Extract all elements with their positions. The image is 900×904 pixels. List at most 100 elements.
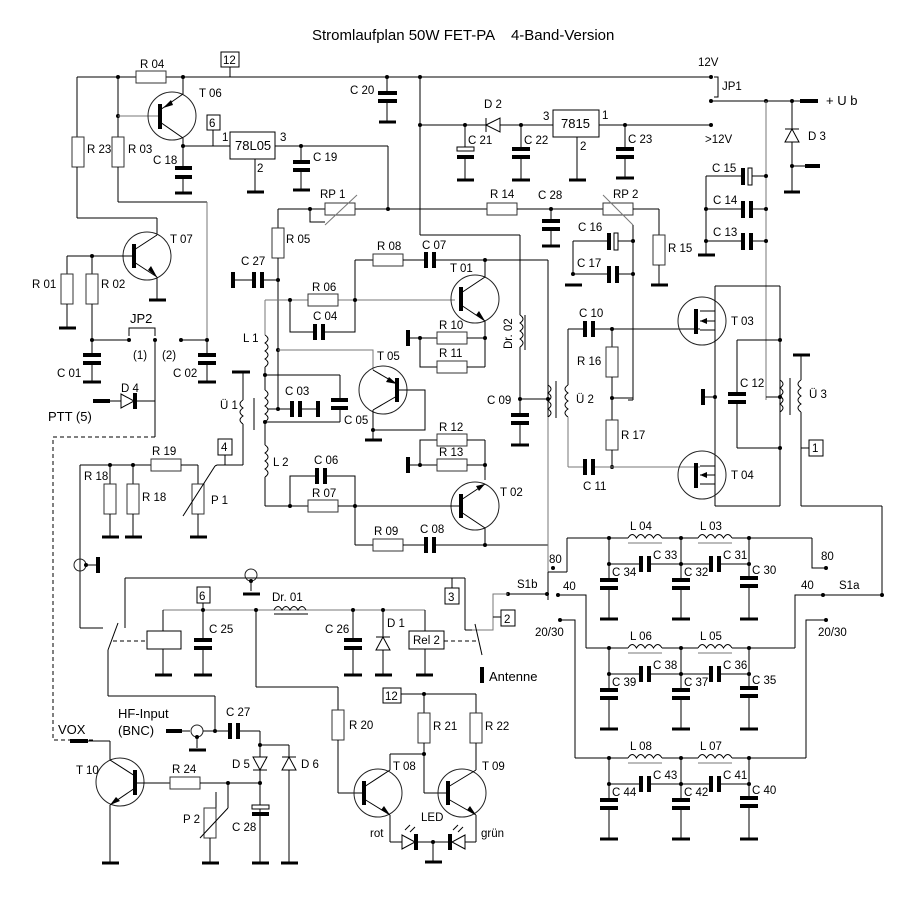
svg-text:T 05: T 05 bbox=[377, 351, 400, 363]
svg-text:C 08: C 08 bbox=[420, 524, 444, 536]
svg-text:C 37: C 37 bbox=[684, 677, 708, 689]
svg-text:2: 2 bbox=[257, 163, 263, 175]
svg-text:R 20: R 20 bbox=[349, 720, 373, 732]
svg-text:T 08: T 08 bbox=[393, 761, 416, 773]
regulator-78l05 bbox=[229, 131, 276, 160]
svg-text:C 07: C 07 bbox=[422, 240, 446, 252]
svg-text:R 22: R 22 bbox=[485, 721, 509, 733]
svg-text:D 5: D 5 bbox=[232, 759, 250, 771]
svg-text:20/30: 20/30 bbox=[535, 627, 564, 639]
svg-text:C 15: C 15 bbox=[712, 163, 736, 175]
label-ptt: PTT (5) bbox=[48, 409, 92, 424]
svg-text:C 02: C 02 bbox=[173, 368, 197, 380]
svg-text:Rel 2: Rel 2 bbox=[413, 635, 440, 647]
svg-text:Ü 2: Ü 2 bbox=[576, 394, 594, 406]
svg-text:C 38: C 38 bbox=[653, 660, 677, 672]
alc-section: R 19 P 1 4 R 18 R 18 bbox=[80, 438, 233, 539]
svg-text:6: 6 bbox=[199, 591, 205, 603]
svg-text:L 2: L 2 bbox=[273, 457, 289, 469]
svg-text:R 09: R 09 bbox=[374, 526, 398, 538]
svg-text:C 17: C 17 bbox=[577, 258, 601, 270]
svg-text:C 27: C 27 bbox=[226, 707, 250, 719]
inductor-l03 bbox=[697, 534, 733, 539]
svg-text:1: 1 bbox=[222, 132, 228, 144]
svg-text:C 11: C 11 bbox=[583, 481, 606, 493]
label-d3: D 3 bbox=[808, 131, 826, 143]
svg-text:T 03: T 03 bbox=[731, 316, 754, 328]
svg-text:R 15: R 15 bbox=[668, 243, 692, 255]
label-r04: R 04 bbox=[140, 59, 165, 71]
svg-text:40: 40 bbox=[801, 580, 814, 592]
svg-text:L 04: L 04 bbox=[630, 521, 653, 533]
svg-text:C 28: C 28 bbox=[538, 190, 562, 202]
regulator-78l05-section: R 23 R 03 T 06 C 18 6 78L05 1 3 2 bbox=[71, 77, 389, 340]
svg-text:78L05: 78L05 bbox=[235, 138, 271, 153]
vox-section: VOX T 10 R 24 P 2 HF-Input (BNC) bbox=[58, 706, 319, 865]
svg-text:C 27: C 27 bbox=[241, 256, 265, 268]
svg-text:R 11: R 11 bbox=[439, 348, 462, 360]
svg-text:R 18: R 18 bbox=[84, 471, 108, 483]
svg-text:grün: grün bbox=[481, 828, 504, 840]
svg-text:7815: 7815 bbox=[561, 116, 590, 131]
label-antenne: Antenne bbox=[489, 669, 537, 684]
supply-rail: R 04 12 12V JP1 + U b D 3 C 20 bbox=[76, 51, 857, 310]
relay-section: 3 6 C 25 Dr. 01 bbox=[73, 464, 537, 731]
svg-text:C 03: C 03 bbox=[285, 386, 309, 398]
resistor-r04 bbox=[135, 70, 167, 84]
transistor-t09 bbox=[437, 768, 487, 818]
svg-text:12: 12 bbox=[385, 691, 398, 703]
svg-text:C 44: C 44 bbox=[612, 787, 637, 799]
label-hf-input: HF-Input bbox=[118, 706, 169, 721]
svg-text:C 30: C 30 bbox=[752, 565, 776, 577]
regulator-7815 bbox=[552, 109, 600, 138]
svg-text:1: 1 bbox=[602, 110, 608, 122]
svg-text:T 09: T 09 bbox=[482, 761, 505, 773]
svg-text:C 25: C 25 bbox=[209, 624, 233, 636]
svg-text:2: 2 bbox=[504, 614, 510, 626]
svg-text:C 12: C 12 bbox=[740, 378, 764, 390]
svg-text:R 16: R 16 bbox=[577, 356, 601, 368]
svg-text:4: 4 bbox=[221, 442, 228, 454]
svg-text:C 26: C 26 bbox=[325, 624, 349, 636]
led-indicator-section: R 20 12 R 21 R 22 T 08 rot T 09 bbox=[331, 687, 509, 864]
svg-text:S1b: S1b bbox=[517, 579, 537, 591]
svg-text:D 1: D 1 bbox=[387, 618, 405, 630]
svg-text:S1a: S1a bbox=[839, 580, 860, 592]
svg-text:C 31: C 31 bbox=[723, 550, 747, 562]
svg-text:R 17: R 17 bbox=[621, 430, 645, 442]
svg-text:L 08: L 08 bbox=[630, 741, 652, 753]
svg-text:LED: LED bbox=[421, 812, 443, 824]
inductor-l07 bbox=[697, 754, 733, 759]
transistor-t08 bbox=[353, 768, 403, 818]
relay-2-coil bbox=[408, 630, 445, 650]
svg-text:(BNC): (BNC) bbox=[118, 723, 154, 738]
svg-text:1: 1 bbox=[812, 443, 818, 455]
inductor-l05 bbox=[697, 644, 733, 649]
svg-text:C 18: C 18 bbox=[153, 155, 177, 167]
svg-text:R 14: R 14 bbox=[490, 189, 515, 201]
regulator-7815-section: D 2 C 21 C 22 7815 3 1 2 >12V C 23 bbox=[418, 99, 733, 182]
svg-text:T 07: T 07 bbox=[170, 234, 193, 246]
svg-text:L 1: L 1 bbox=[243, 333, 259, 345]
svg-text:C 19: C 19 bbox=[313, 152, 337, 164]
svg-text:T 06: T 06 bbox=[199, 88, 222, 100]
svg-text:R 24: R 24 bbox=[172, 764, 197, 776]
svg-text:3: 3 bbox=[280, 132, 286, 144]
svg-text:C 33: C 33 bbox=[653, 550, 677, 562]
svg-text:RP 1: RP 1 bbox=[320, 189, 345, 201]
svg-text:C 40: C 40 bbox=[752, 785, 776, 797]
svg-text:R 07: R 07 bbox=[312, 488, 336, 500]
label-ub: + U b bbox=[826, 93, 857, 108]
svg-text:C 32: C 32 bbox=[684, 567, 708, 579]
svg-text:3: 3 bbox=[543, 111, 549, 123]
svg-text:C 14: C 14 bbox=[713, 195, 738, 207]
svg-text:R 21: R 21 bbox=[433, 721, 457, 733]
svg-text:L 06: L 06 bbox=[630, 631, 652, 643]
svg-text:L 03: L 03 bbox=[700, 521, 722, 533]
svg-text:Ü 1: Ü 1 bbox=[220, 400, 238, 412]
svg-text:R 23: R 23 bbox=[87, 144, 111, 156]
